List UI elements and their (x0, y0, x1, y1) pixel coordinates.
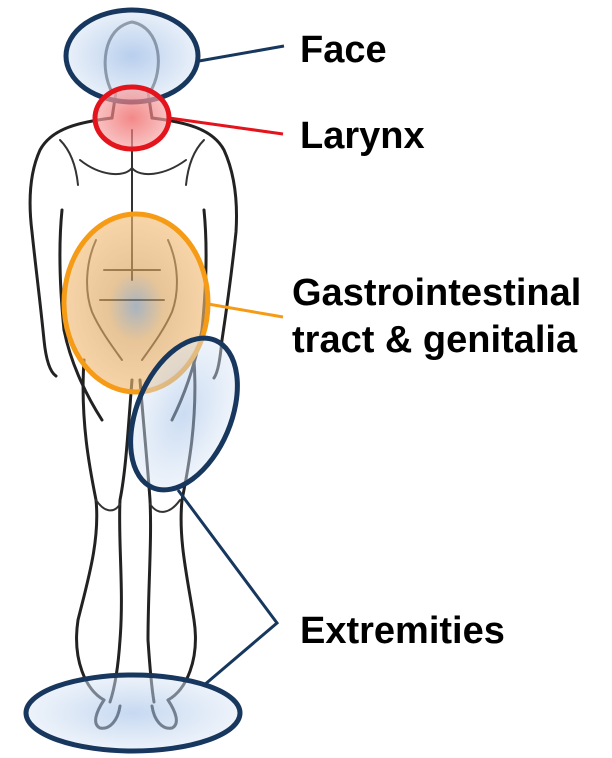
face-label: Face (300, 29, 387, 71)
larynx-oval (95, 87, 169, 149)
extremities-region (26, 322, 259, 751)
gi-label-line-1: Gastrointestinal (292, 272, 581, 314)
feet-oval (26, 675, 240, 751)
extremities-label: Extremities (300, 610, 505, 652)
larynx-leader-line (169, 118, 283, 134)
labels: Face Larynx Gastrointestinal tract & gen… (292, 29, 581, 652)
larynx-label: Larynx (300, 115, 425, 157)
face-leader-line (199, 46, 284, 61)
larynx-region (95, 87, 169, 149)
gi-leader-line (208, 304, 283, 317)
gi-label-line-2: tract & genitalia (292, 319, 578, 361)
